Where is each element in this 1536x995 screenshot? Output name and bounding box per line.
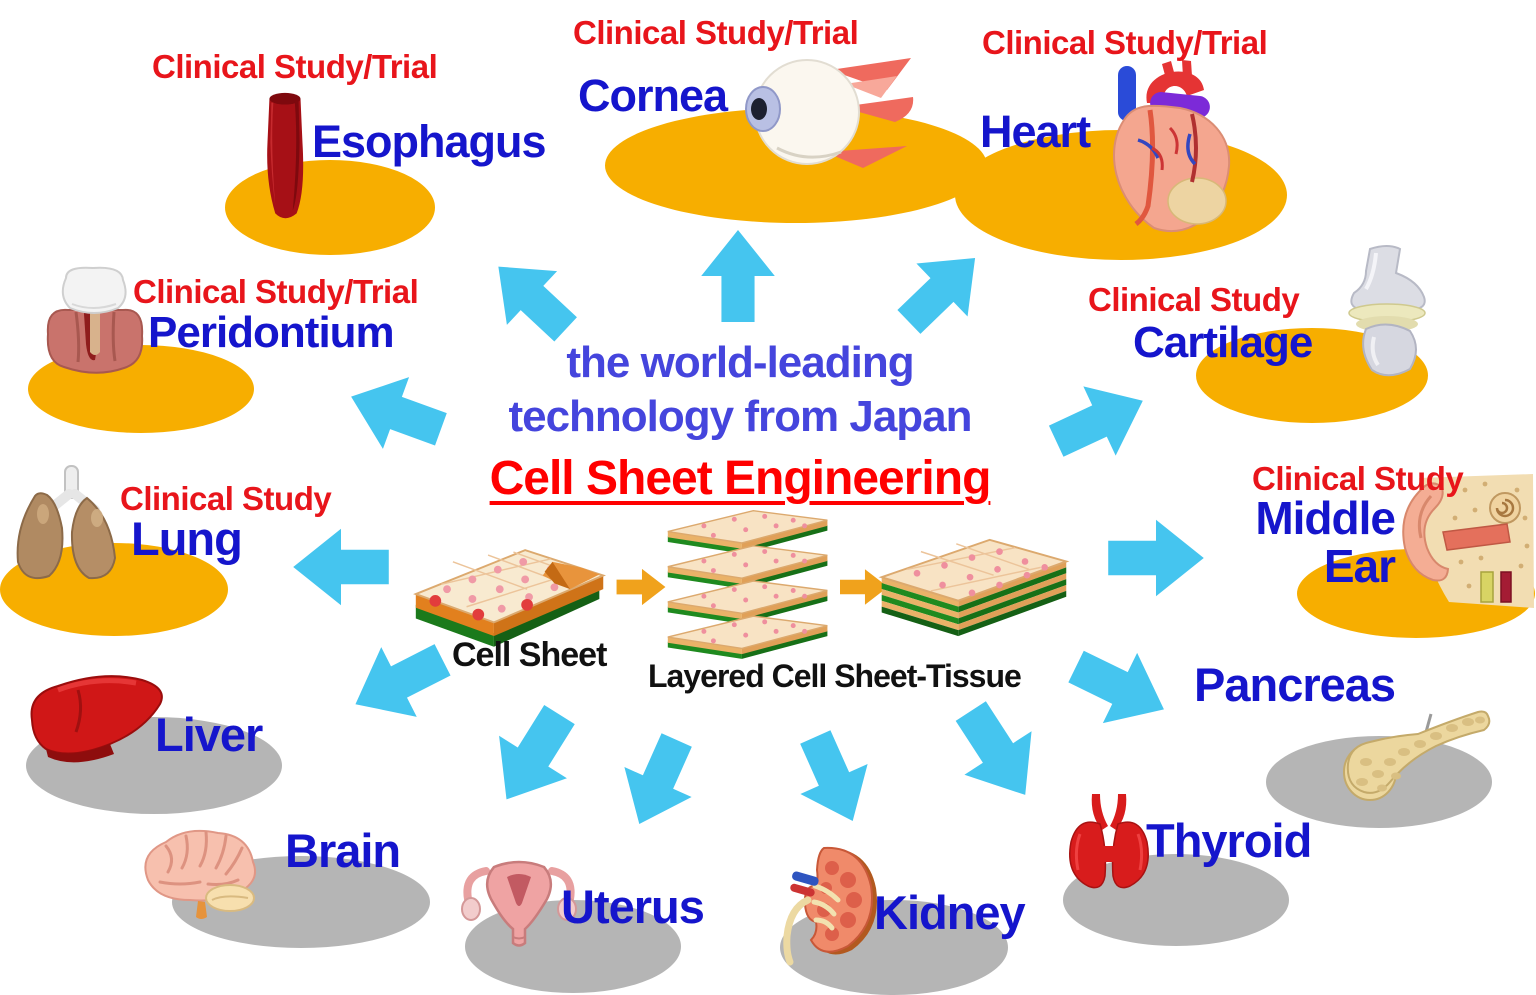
arrow-to-esophagus-icon <box>498 266 577 342</box>
esophagus-illustration <box>267 92 304 219</box>
cartilage-status: Clinical Study <box>1088 281 1300 318</box>
process-arrow-1-icon <box>616 568 666 606</box>
tagline-line1: the world-leading <box>566 338 914 387</box>
arrow-to-pancreas-icon <box>1068 650 1164 724</box>
peridontium-tooth-illustration <box>46 266 144 374</box>
middle-ear-status: Clinical Study <box>1252 460 1464 497</box>
page-title: Cell Sheet Engineering <box>489 452 992 506</box>
middle-ear-label: Middle Ear <box>1205 492 1396 593</box>
esophagus-status: Clinical Study/Trial <box>152 48 438 85</box>
esophagus-label: Esophagus <box>312 116 547 167</box>
arrow-to-cartilage-icon <box>1048 386 1143 457</box>
heart-status: Clinical Study/Trial <box>982 24 1268 61</box>
lung-label: Lung <box>131 512 243 565</box>
brain-label: Brain <box>285 824 401 877</box>
arrow-to-uterus-icon <box>624 733 692 825</box>
middle-ear-label-line2: Ear <box>1323 540 1396 593</box>
arrow-to-peridontium-icon <box>351 377 447 449</box>
uterus-illustration <box>461 860 577 947</box>
cell-sheet-illustration <box>413 549 607 647</box>
kidney-illustration <box>783 846 877 966</box>
arrow-to-cornea-icon <box>701 230 775 322</box>
arrow-to-lung-icon <box>293 528 389 606</box>
layered-tissue-stack-illustration <box>878 538 1070 637</box>
arrow-to-heart-icon <box>897 258 976 334</box>
process-arrow-2-icon <box>840 569 888 605</box>
arrow-to-brain-icon <box>499 705 575 800</box>
lung-status: Clinical Study <box>120 480 332 517</box>
cartilage-joint-illustration <box>1348 245 1426 377</box>
tagline-line2: technology from Japan <box>508 391 972 441</box>
heart-illustration <box>1113 60 1231 233</box>
cornea-label: Cornea <box>578 70 728 121</box>
center-text-block: the world-leading technology from Japan … <box>390 336 1090 506</box>
pancreas-label: Pancreas <box>1194 658 1396 711</box>
layered-cell-sheets-illustration <box>667 509 829 660</box>
kidney-label: Kidney <box>874 886 1026 939</box>
liver-illustration <box>30 675 163 763</box>
arrow-to-liver-icon <box>355 644 451 717</box>
cornea-status: Clinical Study/Trial <box>573 14 859 51</box>
peridontium-status: Clinical Study/Trial <box>133 273 419 310</box>
cartilage-label: Cartilage <box>1133 318 1313 367</box>
arrow-to-kidney-icon <box>800 730 868 822</box>
layered-cell-sheet-caption: Layered Cell Sheet-Tissue <box>648 658 1022 694</box>
peridontium-label: Peridontium <box>148 308 395 357</box>
uterus-label: Uterus <box>561 880 705 933</box>
cornea-eye-illustration <box>745 58 914 168</box>
brain-illustration <box>144 829 256 919</box>
heart-label: Heart <box>980 106 1091 157</box>
thyroid-label: Thyroid <box>1146 814 1312 867</box>
lung-illustration <box>16 465 117 580</box>
esophagus-platform <box>225 160 435 255</box>
pancreas-illustration <box>1343 710 1491 801</box>
liver-label: Liver <box>155 708 263 761</box>
thyroid-illustration <box>1069 794 1149 889</box>
arrow-to-middle-ear-icon <box>1108 519 1204 597</box>
arrow-to-thyroid-icon <box>955 701 1032 795</box>
cell-sheet-caption: Cell Sheet <box>452 636 607 674</box>
middle-ear-illustration <box>1402 474 1534 608</box>
middle-ear-label-line1: Middle <box>1255 492 1396 544</box>
